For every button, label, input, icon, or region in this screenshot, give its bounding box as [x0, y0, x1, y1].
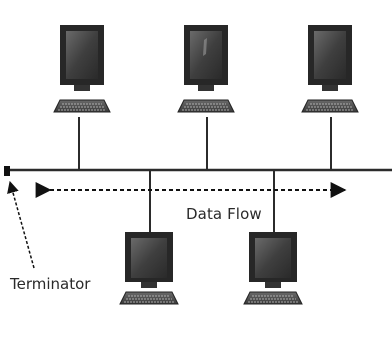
- computer-top-1: [53, 25, 111, 113]
- computer-bottom-1: [119, 232, 179, 305]
- computer-top-3: [301, 25, 359, 113]
- terminator-left: [4, 166, 10, 176]
- computer-top-2: [177, 25, 235, 113]
- terminator-pointer: [7, 180, 35, 269]
- terminator-label: Terminator: [10, 275, 91, 293]
- computer-bottom-2: [243, 232, 303, 305]
- data-flow-label: Data Flow: [186, 205, 262, 223]
